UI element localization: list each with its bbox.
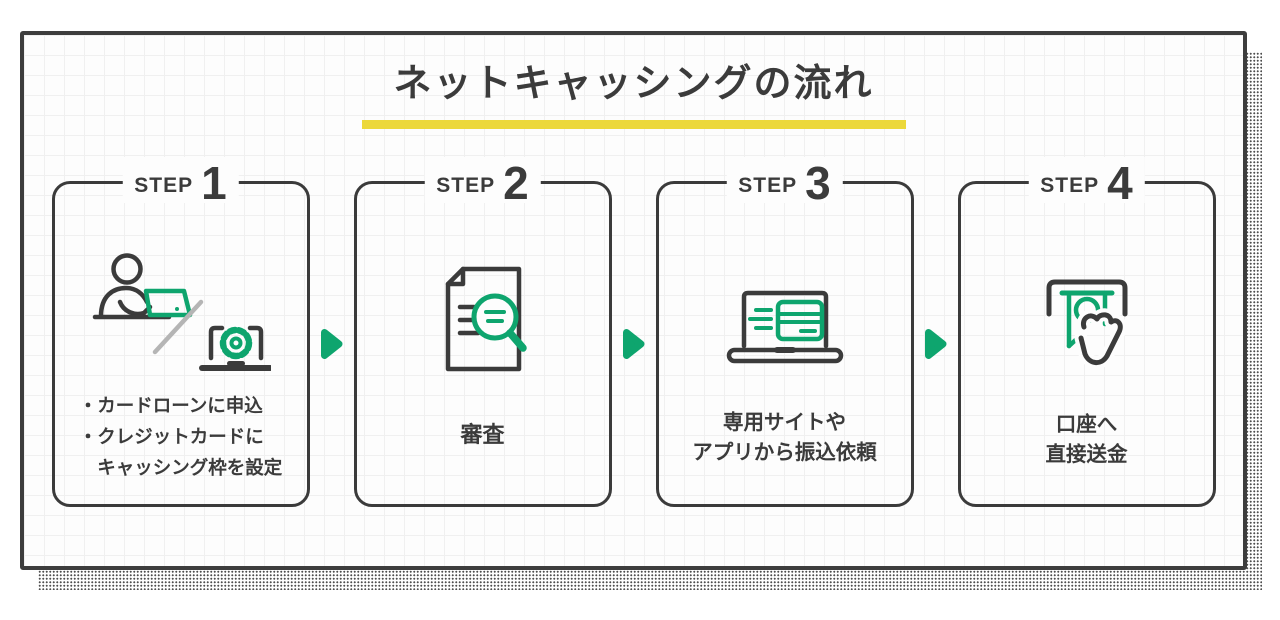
step-word: STEP <box>1040 173 1100 197</box>
step-card-box: 審査 <box>353 180 612 507</box>
step-card-3: STEP 3 <box>655 151 914 507</box>
step-description: 専用サイトやアプリから振込依頼 <box>692 410 877 464</box>
page-title: ネットキャッシングの流れ <box>393 63 874 105</box>
document-screening-magnifier-icon <box>357 196 609 376</box>
laptop-card-transfer-request-icon <box>659 196 911 376</box>
step-arrow-icon <box>612 151 656 507</box>
step-number: 2 <box>503 156 529 209</box>
step-label: STEP 3 <box>726 156 843 209</box>
step-card-1: STEP 1 <box>51 151 310 507</box>
title-underline <box>361 119 906 129</box>
step-word: STEP <box>134 173 194 197</box>
step-label: STEP 2 <box>424 156 541 209</box>
apply-person-laptop-setup-icon <box>55 196 307 376</box>
step-arrow-icon <box>310 151 354 507</box>
steps-row: STEP 1 <box>24 151 1243 507</box>
step-number: 4 <box>1107 156 1133 209</box>
step-card-box: 専用サイトやアプリから振込依頼 <box>655 180 914 507</box>
step-description: 審査 <box>460 421 505 447</box>
step-word: STEP <box>436 173 496 197</box>
cash-dispense-hand-icon <box>961 196 1213 376</box>
step-card-box: 口座へ直接送金 <box>957 180 1216 507</box>
step-label: STEP 4 <box>1028 156 1145 209</box>
step-label: STEP 1 <box>122 156 239 209</box>
step-number: 3 <box>805 156 831 209</box>
step-card-4: STEP 4 <box>957 151 1216 507</box>
step-description: ・カードローンに申込・クレジットカードに キャッシング枠を設定 <box>78 394 283 478</box>
step-card-2: STEP 2 <box>353 151 612 507</box>
step-word: STEP <box>738 173 798 197</box>
panel: ネットキャッシングの流れ STEP 1 <box>20 31 1247 570</box>
step-arrow-icon <box>914 151 958 507</box>
step-description: 口座へ直接送金 <box>1045 412 1128 466</box>
step-number: 1 <box>201 156 227 209</box>
step-card-box: ・カードローンに申込・クレジットカードに キャッシング枠を設定 <box>51 180 310 507</box>
